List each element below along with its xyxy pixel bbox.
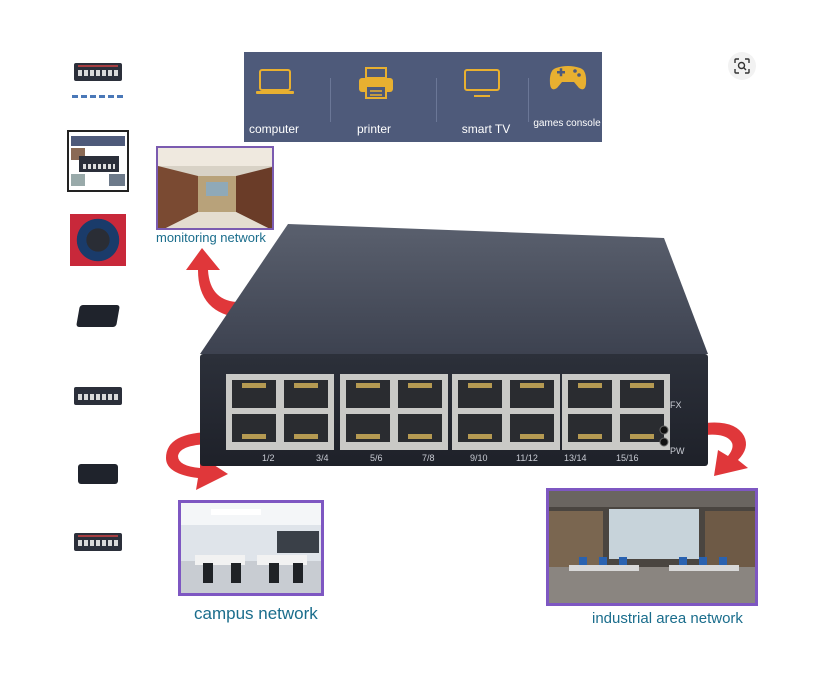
device-label-computer: computer xyxy=(248,122,300,136)
visual-search-button[interactable] xyxy=(728,52,756,80)
device-printer: printer xyxy=(344,52,404,142)
lens-icon xyxy=(734,58,750,74)
port-label: 13/14 xyxy=(564,453,587,463)
industrial-network-label: industrial area network xyxy=(592,610,743,627)
port-label: 3/4 xyxy=(316,453,329,463)
laptop-icon xyxy=(256,69,294,94)
monitoring-network-label: monitoring network xyxy=(156,230,266,245)
port-pins xyxy=(468,383,492,388)
thumbnail-6[interactable] xyxy=(66,514,130,570)
port-pins xyxy=(356,434,380,439)
port-pins xyxy=(520,434,544,439)
campus-network-photo xyxy=(178,500,324,596)
power-led-label: PW xyxy=(670,446,685,456)
industrial-network-photo xyxy=(546,488,758,606)
thumbnail-4[interactable] xyxy=(66,368,130,424)
port-pins xyxy=(356,383,380,388)
printer-icon xyxy=(359,67,393,99)
monitoring-room-image xyxy=(158,148,272,228)
port-pins xyxy=(408,434,432,439)
thumbnail-0[interactable] xyxy=(66,44,130,100)
banner-divider xyxy=(528,78,529,122)
port-pins xyxy=(408,383,432,388)
banner-divider xyxy=(330,78,331,122)
arrow-to-monitoring-icon xyxy=(186,248,244,318)
thumbnail-5[interactable] xyxy=(66,446,130,502)
port-label: 5/6 xyxy=(370,453,383,463)
port-label: 11/12 xyxy=(516,453,538,463)
port-pins xyxy=(242,434,266,439)
device-smart-tv: smart TV xyxy=(444,52,510,142)
thumbnail-2[interactable] xyxy=(66,212,130,268)
industrial-office-image xyxy=(549,491,755,603)
monitor-icon xyxy=(464,69,500,97)
device-banner: computer printer smart TV games console xyxy=(244,52,602,142)
campus-office-image xyxy=(181,503,321,593)
port-label: 15/16 xyxy=(616,453,639,463)
port-label: 7/8 xyxy=(422,453,435,463)
arrow-to-campus-icon xyxy=(166,432,228,490)
port-label: 1/2 xyxy=(262,453,275,463)
device-label-games-console: games console xyxy=(533,118,601,129)
ethernet-switch: 1/2 3/4 5/6 7/8 9/10 11/12 13/14 15/16 F… xyxy=(196,224,716,474)
port-label: 9/10 xyxy=(470,453,488,463)
port-pins xyxy=(630,383,654,388)
gamepad-icon xyxy=(549,66,587,90)
device-computer: computer xyxy=(244,52,304,142)
thumbnail-1[interactable] xyxy=(67,130,129,192)
switch-body xyxy=(200,224,708,466)
monitoring-network-photo xyxy=(156,146,274,230)
fx-led-label: FX xyxy=(670,400,682,410)
thumbnail-3[interactable] xyxy=(66,288,130,344)
device-label-smart-tv: smart TV xyxy=(461,122,511,136)
campus-network-label: campus network xyxy=(194,604,318,623)
port-pins xyxy=(520,383,544,388)
port-pins xyxy=(468,434,492,439)
device-games-console: games console xyxy=(533,52,601,142)
port-pins xyxy=(630,434,654,439)
port-pins xyxy=(294,383,318,388)
device-label-printer: printer xyxy=(356,122,392,136)
port-pins xyxy=(294,434,318,439)
arrow-to-industrial-icon xyxy=(698,422,748,476)
port-pins xyxy=(578,434,602,439)
banner-divider xyxy=(436,78,437,122)
port-pins xyxy=(578,383,602,388)
port-pins xyxy=(242,383,266,388)
